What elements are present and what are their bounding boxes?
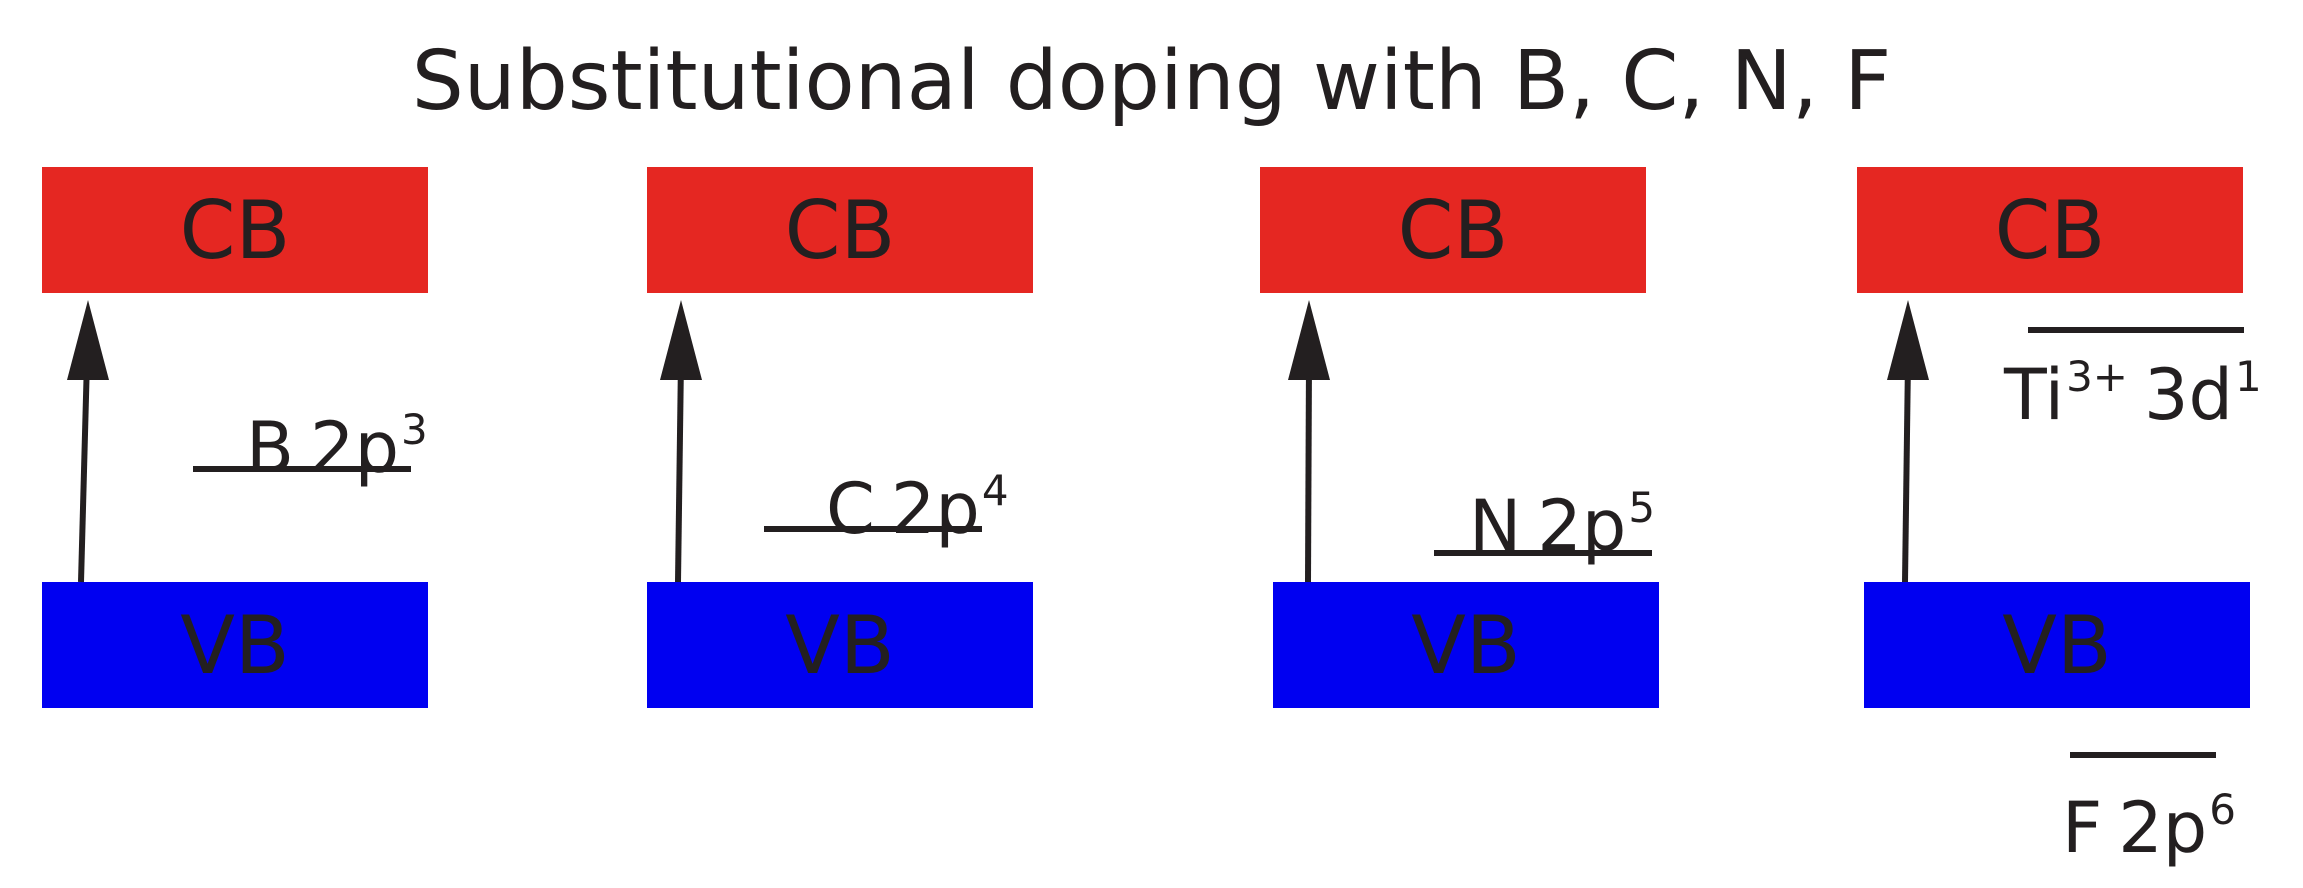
dopant-level-line-2 (764, 526, 982, 532)
excitation-arrow-1 (67, 300, 109, 583)
conduction-band-4: CB (1857, 167, 2243, 293)
valence-band-1: VB (42, 582, 428, 708)
excitation-arrow-3 (1288, 300, 1330, 583)
f-level-line (2070, 752, 2216, 758)
vb-label-3: VB (1411, 598, 1521, 692)
diagram-title: Substitutional doping with B, C, N, F (411, 34, 1892, 129)
conduction-band-2: CB (647, 167, 1033, 293)
valence-band-4: VB (1864, 582, 2250, 708)
dopant-level-line-1 (193, 466, 411, 472)
cb-label-2: CB (784, 183, 896, 277)
valence-band-2: VB (647, 582, 1033, 708)
ti-level-line (2028, 327, 2244, 333)
vb-label-4: VB (2002, 598, 2112, 692)
cb-label-1: CB (179, 183, 291, 277)
vb-label-2: VB (785, 598, 895, 692)
cb-label-4: CB (1994, 183, 2106, 277)
excitation-arrow-2 (660, 300, 702, 583)
cb-label-3: CB (1397, 183, 1509, 277)
dopant-level-line-3 (1434, 550, 1652, 556)
excitation-arrow-4 (1887, 300, 1929, 583)
conduction-band-3: CB (1260, 167, 1646, 293)
vb-label-1: VB (180, 598, 290, 692)
ti-level-label: Ti3+3d1 (2004, 352, 2262, 436)
valence-band-3: VB (1273, 582, 1659, 708)
conduction-band-1: CB (42, 167, 428, 293)
